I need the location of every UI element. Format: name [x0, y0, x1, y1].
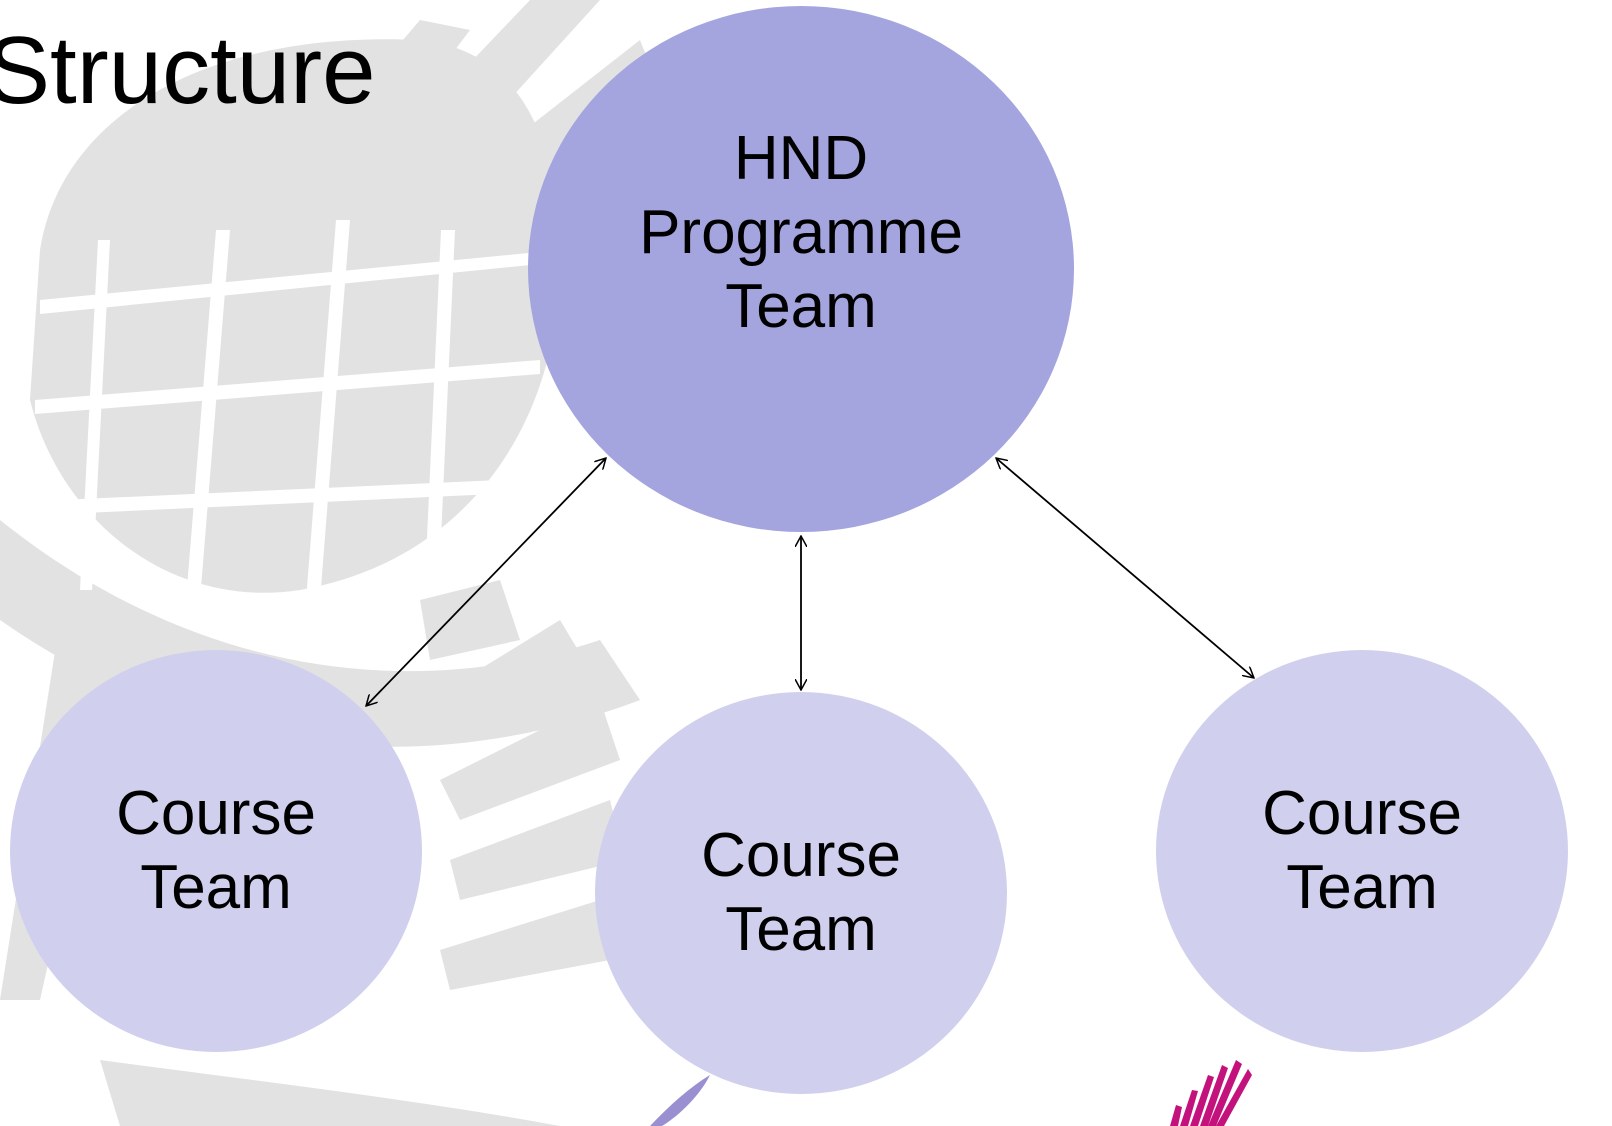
arrow-top-to-right	[996, 458, 1254, 678]
hnd-programme-team-node: HND Programme Team	[528, 6, 1074, 532]
course-team-node-middle: Course Team	[595, 692, 1007, 1094]
slide-title: Structure	[0, 17, 376, 124]
leaf-accent-icon	[650, 1075, 710, 1126]
node-label: Course Team	[701, 821, 901, 964]
course-team-node-right: Course Team	[1156, 650, 1568, 1052]
node-label: HND Programme Team	[639, 124, 963, 341]
course-team-node-left: Course Team	[10, 650, 422, 1052]
node-label: Course Team	[116, 779, 316, 922]
thistle-logo-icon	[1170, 1060, 1252, 1126]
node-label: Course Team	[1262, 779, 1462, 922]
arrow-top-to-left	[366, 458, 606, 706]
